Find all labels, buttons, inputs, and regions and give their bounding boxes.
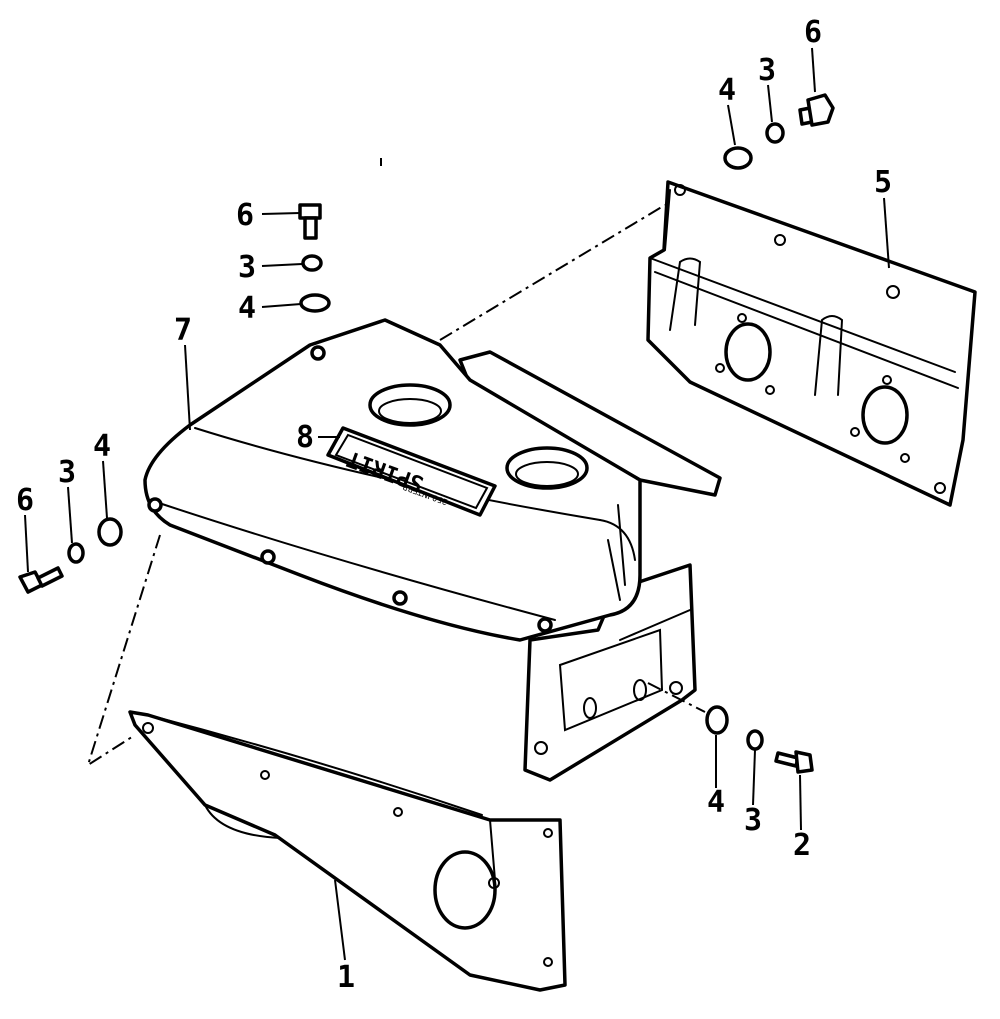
callout-1: 1 [337,960,355,995]
callout-8: 8 [296,420,314,455]
callout-6: 6 [236,198,254,233]
callout-3: 3 [744,803,762,838]
callout-6: 6 [16,483,34,518]
callout-6: 6 [804,15,822,50]
lock-washer-icon [301,254,323,272]
lock-washer-icon [746,729,764,751]
lower-shroud-part-1 [128,710,567,992]
washer-icon [299,293,331,313]
screw-icon [18,566,64,594]
callout-3: 3 [58,455,76,490]
washer-icon [705,705,729,735]
hardware [18,93,835,774]
callout-4: 4 [707,785,725,820]
callout-4: 4 [238,291,256,326]
callout-7: 7 [174,313,192,348]
callout-3: 3 [758,53,776,88]
alignment-lines [86,204,706,768]
callout-5: 5 [874,165,892,200]
lock-washer-icon [67,542,85,564]
washer-icon [97,517,123,547]
screw-icon [798,93,835,127]
upper-cover-part-7 [143,318,722,782]
callout-4: 4 [718,73,736,108]
washer-icon [723,146,753,170]
screw-icon [298,203,322,240]
screw-icon [774,750,814,774]
lock-washer-icon [765,122,785,144]
callout-2: 2 [793,828,811,863]
callout-3: 3 [238,250,256,285]
mounting-plate-part-5 [646,180,977,507]
leader-lines [24,47,890,961]
callout-numbers: 6 3 4 5 6 3 4 7 8 6 3 4 4 3 2 1 [16,15,892,995]
callout-4: 4 [93,429,111,464]
